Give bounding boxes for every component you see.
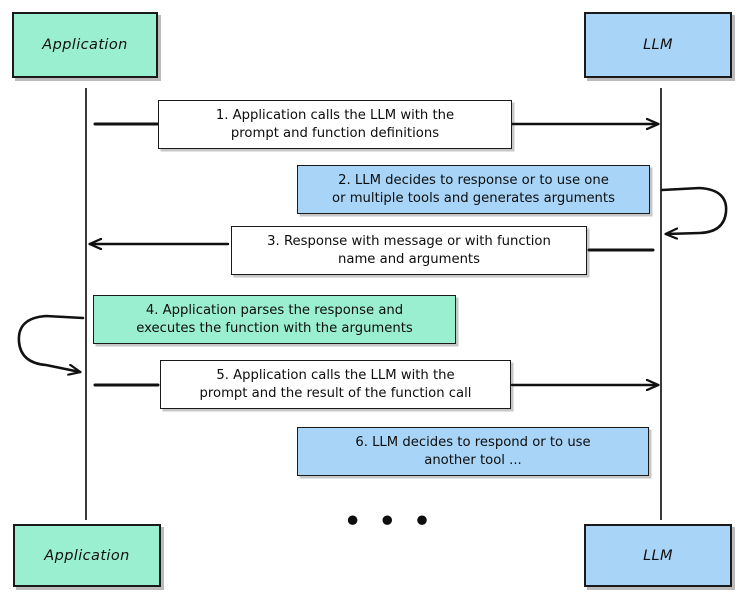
message-4-line-1: 4. Application parses the response and	[145, 303, 404, 319]
continuation-ellipsis: • • •	[344, 506, 435, 537]
message-1-text: 1. Application calls the LLM with the pr…	[216, 107, 454, 142]
message-box-6[interactable]: 6. LLM decides to respond or to use anot…	[297, 427, 649, 476]
message-5-line-1: 5. Application calls the LLM with the	[216, 368, 455, 384]
message-box-3[interactable]: 3. Response with message or with functio…	[231, 226, 587, 275]
participant-application-bottom[interactable]: Application	[13, 524, 161, 587]
message-box-2[interactable]: 2. LLM decides to response or to use one…	[297, 165, 650, 214]
message-1-line-1: 1. Application calls the LLM with the	[215, 108, 455, 124]
arrow-message-4-self-loop	[17, 314, 85, 372]
message-6-line-2: another tool ...	[424, 452, 522, 468]
message-5-text: 5. Application calls the LLM with the pr…	[200, 367, 472, 402]
participant-llm-bottom[interactable]: LLM	[584, 524, 732, 587]
message-3-line-2: name and arguments	[338, 251, 480, 267]
lifeline-application	[85, 88, 87, 520]
participant-llm-bottom-label: LLM	[643, 547, 673, 564]
message-4-text: 4. Application parses the response and e…	[136, 302, 413, 337]
participant-application-bottom-label: Application	[44, 547, 130, 564]
arrow-message-2-self-loop	[660, 186, 728, 234]
message-2-line-2: or multiple tools and generates argument…	[332, 190, 615, 206]
message-6-text: 6. LLM decides to respond or to use anot…	[355, 434, 590, 469]
participant-llm-top-label: LLM	[643, 37, 673, 53]
message-3-text: 3. Response with message or with functio…	[267, 233, 551, 268]
message-box-5[interactable]: 5. Application calls the LLM with the pr…	[160, 360, 511, 409]
message-4-line-2: executes the function with the arguments	[136, 320, 413, 336]
message-2-line-1: 2. LLM decides to response or to use one	[338, 173, 609, 189]
message-3-line-1: 3. Response with message or with functio…	[267, 234, 551, 250]
message-box-4[interactable]: 4. Application parses the response and e…	[93, 295, 456, 344]
message-1-line-2: prompt and function definitions	[230, 125, 440, 141]
lifeline-llm	[660, 88, 662, 520]
message-6-line-1: 6. LLM decides to respond or to use	[355, 435, 591, 451]
participant-llm-top[interactable]: LLM	[584, 12, 732, 78]
message-5-line-2: prompt and the result of the function ca…	[199, 385, 472, 401]
participant-application-top[interactable]: Application	[12, 12, 158, 78]
message-box-1[interactable]: 1. Application calls the LLM with the pr…	[158, 100, 512, 149]
participant-application-top-label: Application	[42, 37, 128, 53]
message-2-text: 2. LLM decides to response or to use one…	[332, 172, 615, 207]
